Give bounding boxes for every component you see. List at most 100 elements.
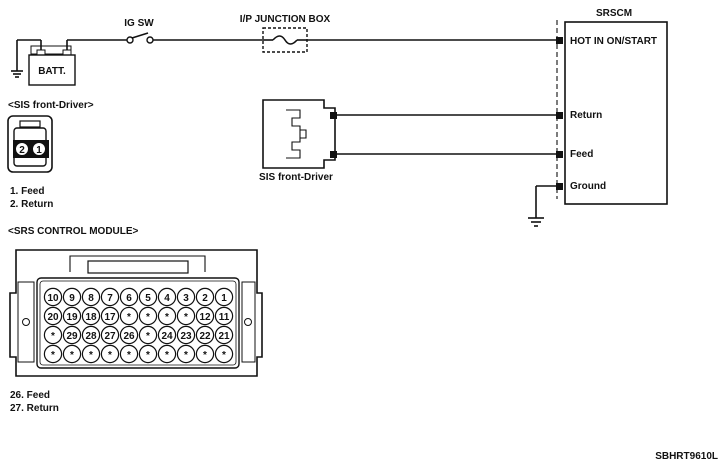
srs-pin: 10 <box>47 293 59 304</box>
srs-pin-cavity <box>176 344 196 364</box>
srs-pin: * <box>222 350 226 361</box>
srs-pin: * <box>146 331 150 342</box>
junction-box-label: I/P JUNCTION BOX <box>240 14 331 25</box>
srs-pin: * <box>165 350 169 361</box>
srscm-module <box>564 21 668 205</box>
srs-pin-cavity <box>119 344 139 364</box>
srs-pin-cavity <box>62 287 82 307</box>
srscm-terminals <box>556 37 563 190</box>
srs-pin: 2 <box>202 293 208 304</box>
srs-pin-cavity <box>214 325 234 345</box>
srs-pin: * <box>89 350 93 361</box>
srs-pin-cavity <box>62 325 82 345</box>
srs-pin-cavity <box>81 306 101 326</box>
srs-pin: 26 <box>123 331 135 342</box>
return-label: Return <box>570 110 602 121</box>
junction-box <box>262 27 308 53</box>
srs-pin: 8 <box>88 293 94 304</box>
srs-pin-cavity <box>100 287 120 307</box>
srs-pin: 6 <box>126 293 132 304</box>
srs-pin26-desc: 26. Feed <box>10 390 50 401</box>
diagram-code: SBHRT9610L <box>655 451 718 462</box>
srs-pin-cavity <box>119 306 139 326</box>
srs-pin: 1 <box>221 293 227 304</box>
srs-pin-cavity <box>119 325 139 345</box>
srscm-label: SRSCM <box>596 8 632 19</box>
srs-pin: * <box>127 312 131 323</box>
srs-pin: * <box>146 312 150 323</box>
srs-pin-cavity <box>62 306 82 326</box>
srs-pin-cavity <box>157 306 177 326</box>
srs-pin-cavity <box>214 287 234 307</box>
sis-connector: 2 1 <box>7 115 53 173</box>
srscm-ground-symbol <box>528 185 556 227</box>
ignition-switch <box>126 32 154 44</box>
battery-label: BATT. <box>38 66 66 77</box>
srs-pin: 27 <box>104 331 116 342</box>
battery-ground-symbol <box>11 40 23 78</box>
srs-pin-cavity <box>138 287 158 307</box>
srs-pin: * <box>127 350 131 361</box>
sis-sensor <box>262 99 337 169</box>
srs-pin: 19 <box>66 312 78 323</box>
sis-pin: 2 <box>19 145 25 156</box>
srs-pin-cavity <box>195 344 215 364</box>
srs-pin-cavity <box>138 306 158 326</box>
srs-pin-cavity <box>81 325 101 345</box>
srs-pin-cavity <box>43 287 63 307</box>
srs-section-title: <SRS CONTROL MODULE> <box>8 226 139 237</box>
srs-pin-cavity <box>100 344 120 364</box>
srs-pin: 23 <box>180 331 192 342</box>
srs-pin-cavity <box>195 325 215 345</box>
srs-pin-cavity <box>176 306 196 326</box>
srs-pin: * <box>203 350 207 361</box>
srs-pin27-desc: 27. Return <box>10 403 59 414</box>
sis-sensor-label: SIS front-Driver <box>259 172 333 183</box>
srs-pin-cavity <box>157 287 177 307</box>
srs-pin: 7 <box>107 293 113 304</box>
srs-pin: * <box>108 350 112 361</box>
srs-pin: 12 <box>199 312 211 323</box>
srs-pin: 21 <box>218 331 230 342</box>
srs-pin-cavity <box>176 325 196 345</box>
srs-pin-cavity <box>157 325 177 345</box>
srs-pin-cavity <box>81 287 101 307</box>
srs-pin-cavity <box>43 306 63 326</box>
srs-pin: 5 <box>145 293 151 304</box>
srs-pin-cavity <box>81 344 101 364</box>
sis-pin1-desc: 1. Feed <box>10 186 44 197</box>
sis-pin2-desc: 2. Return <box>10 199 53 210</box>
srs-pin-cavity <box>176 287 196 307</box>
battery: BATT. <box>28 40 76 86</box>
srs-pin: * <box>146 350 150 361</box>
hot-in-label: HOT IN ON/START <box>570 36 657 47</box>
srs-pin-cavity <box>195 306 215 326</box>
srs-pin-cavity <box>100 306 120 326</box>
srs-pin-cavity <box>100 325 120 345</box>
srs-pin-cavity <box>43 344 63 364</box>
ground-label: Ground <box>570 181 606 192</box>
srs-pin-cavity <box>214 344 234 364</box>
sis-section-title: <SIS front-Driver> <box>8 100 94 111</box>
srs-pin: * <box>184 350 188 361</box>
feed-label: Feed <box>570 149 593 160</box>
srs-pin-cavity <box>119 287 139 307</box>
srs-pin: 17 <box>104 312 116 323</box>
fuse-icon <box>272 35 298 45</box>
sis-pin: 1 <box>36 145 42 156</box>
srs-pin: 24 <box>161 331 173 342</box>
srs-pin: 18 <box>85 312 97 323</box>
srs-pin: 11 <box>219 312 230 323</box>
srs-pin: * <box>70 350 74 361</box>
srs-pin: 29 <box>66 331 78 342</box>
srs-pin-cavity <box>138 344 158 364</box>
srs-pin: * <box>165 312 169 323</box>
srs-pin: * <box>184 312 188 323</box>
srs-pin: 4 <box>164 293 170 304</box>
srs-pin-cavity <box>43 325 63 345</box>
ig-sw-label: IG SW <box>124 18 154 29</box>
srs-pin-cavity <box>195 287 215 307</box>
srs-pin: 22 <box>199 331 211 342</box>
srs-pin-cavity <box>62 344 82 364</box>
